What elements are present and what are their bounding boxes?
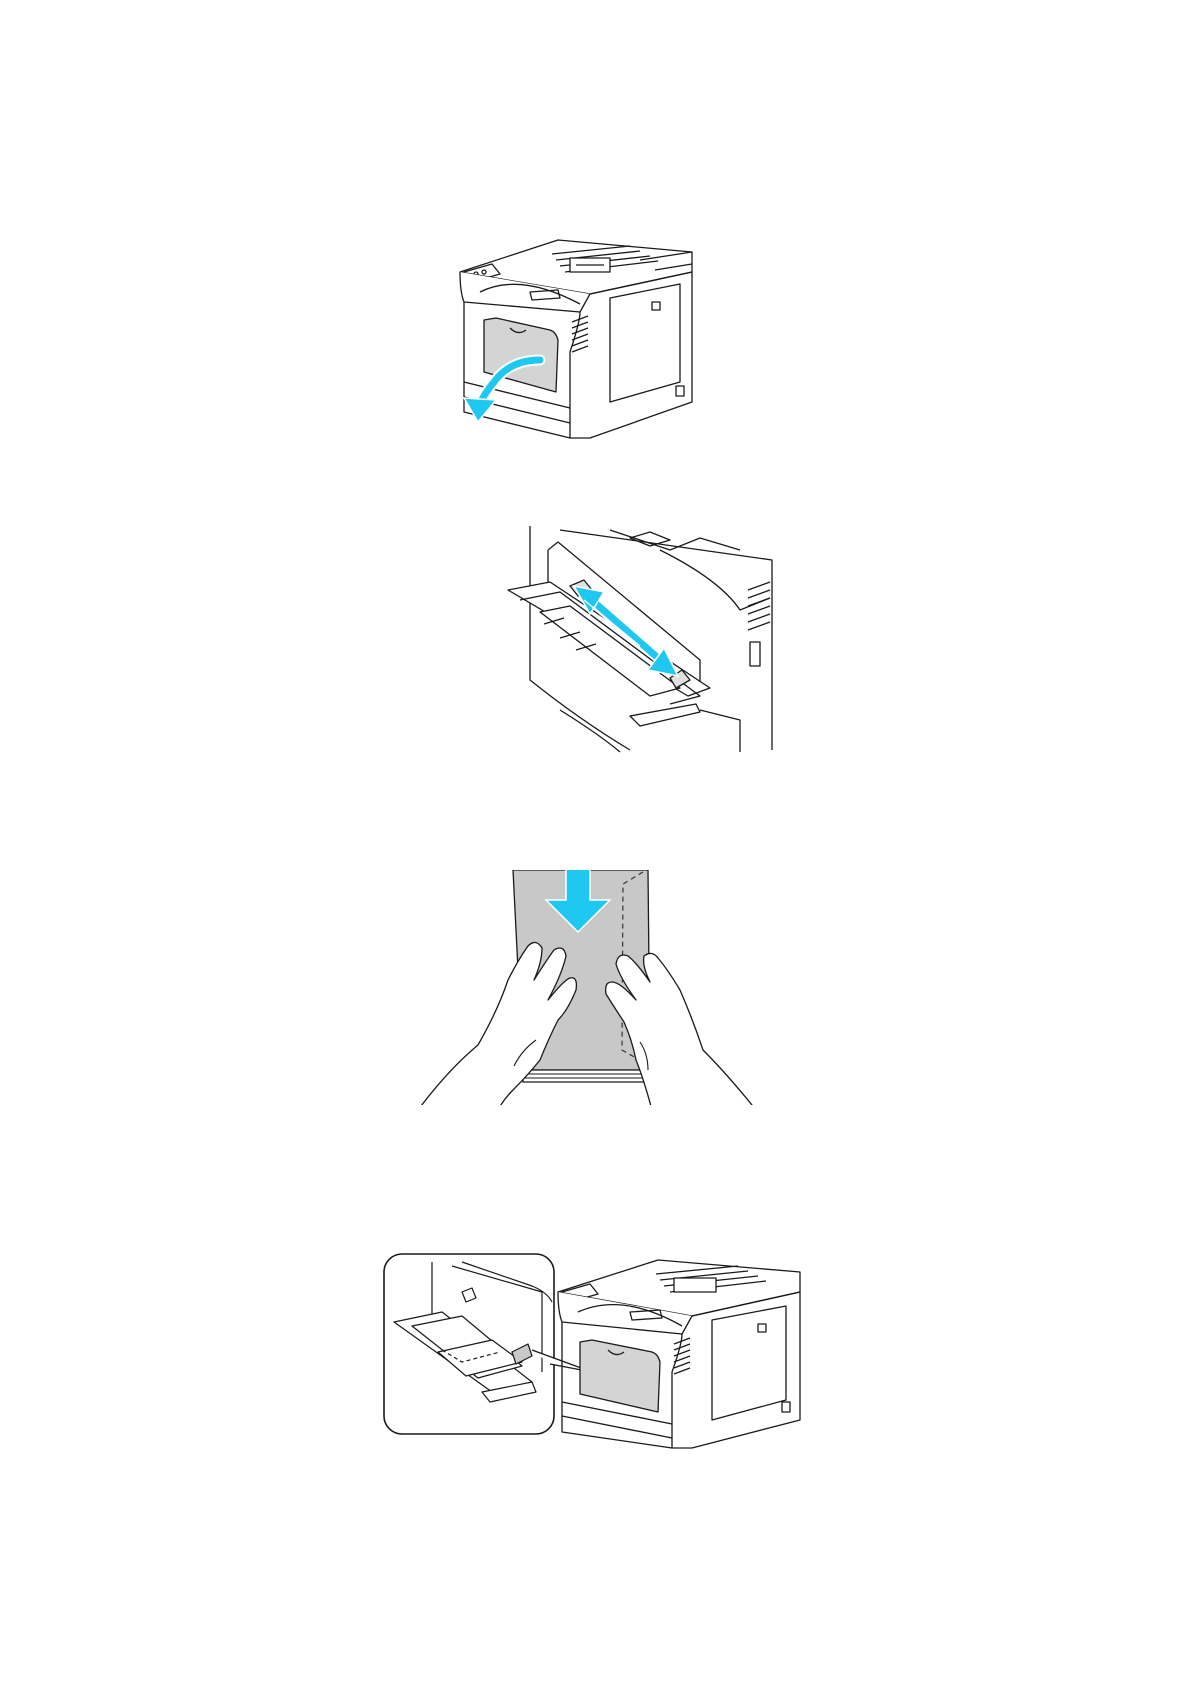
callout-inset [384, 1254, 554, 1434]
figure-open-bypass-tray [440, 232, 740, 474]
figure-load-envelopes-in-tray [382, 1252, 826, 1450]
figure-adjust-paper-guides [500, 520, 775, 760]
figure-prepare-envelopes [418, 870, 756, 1105]
